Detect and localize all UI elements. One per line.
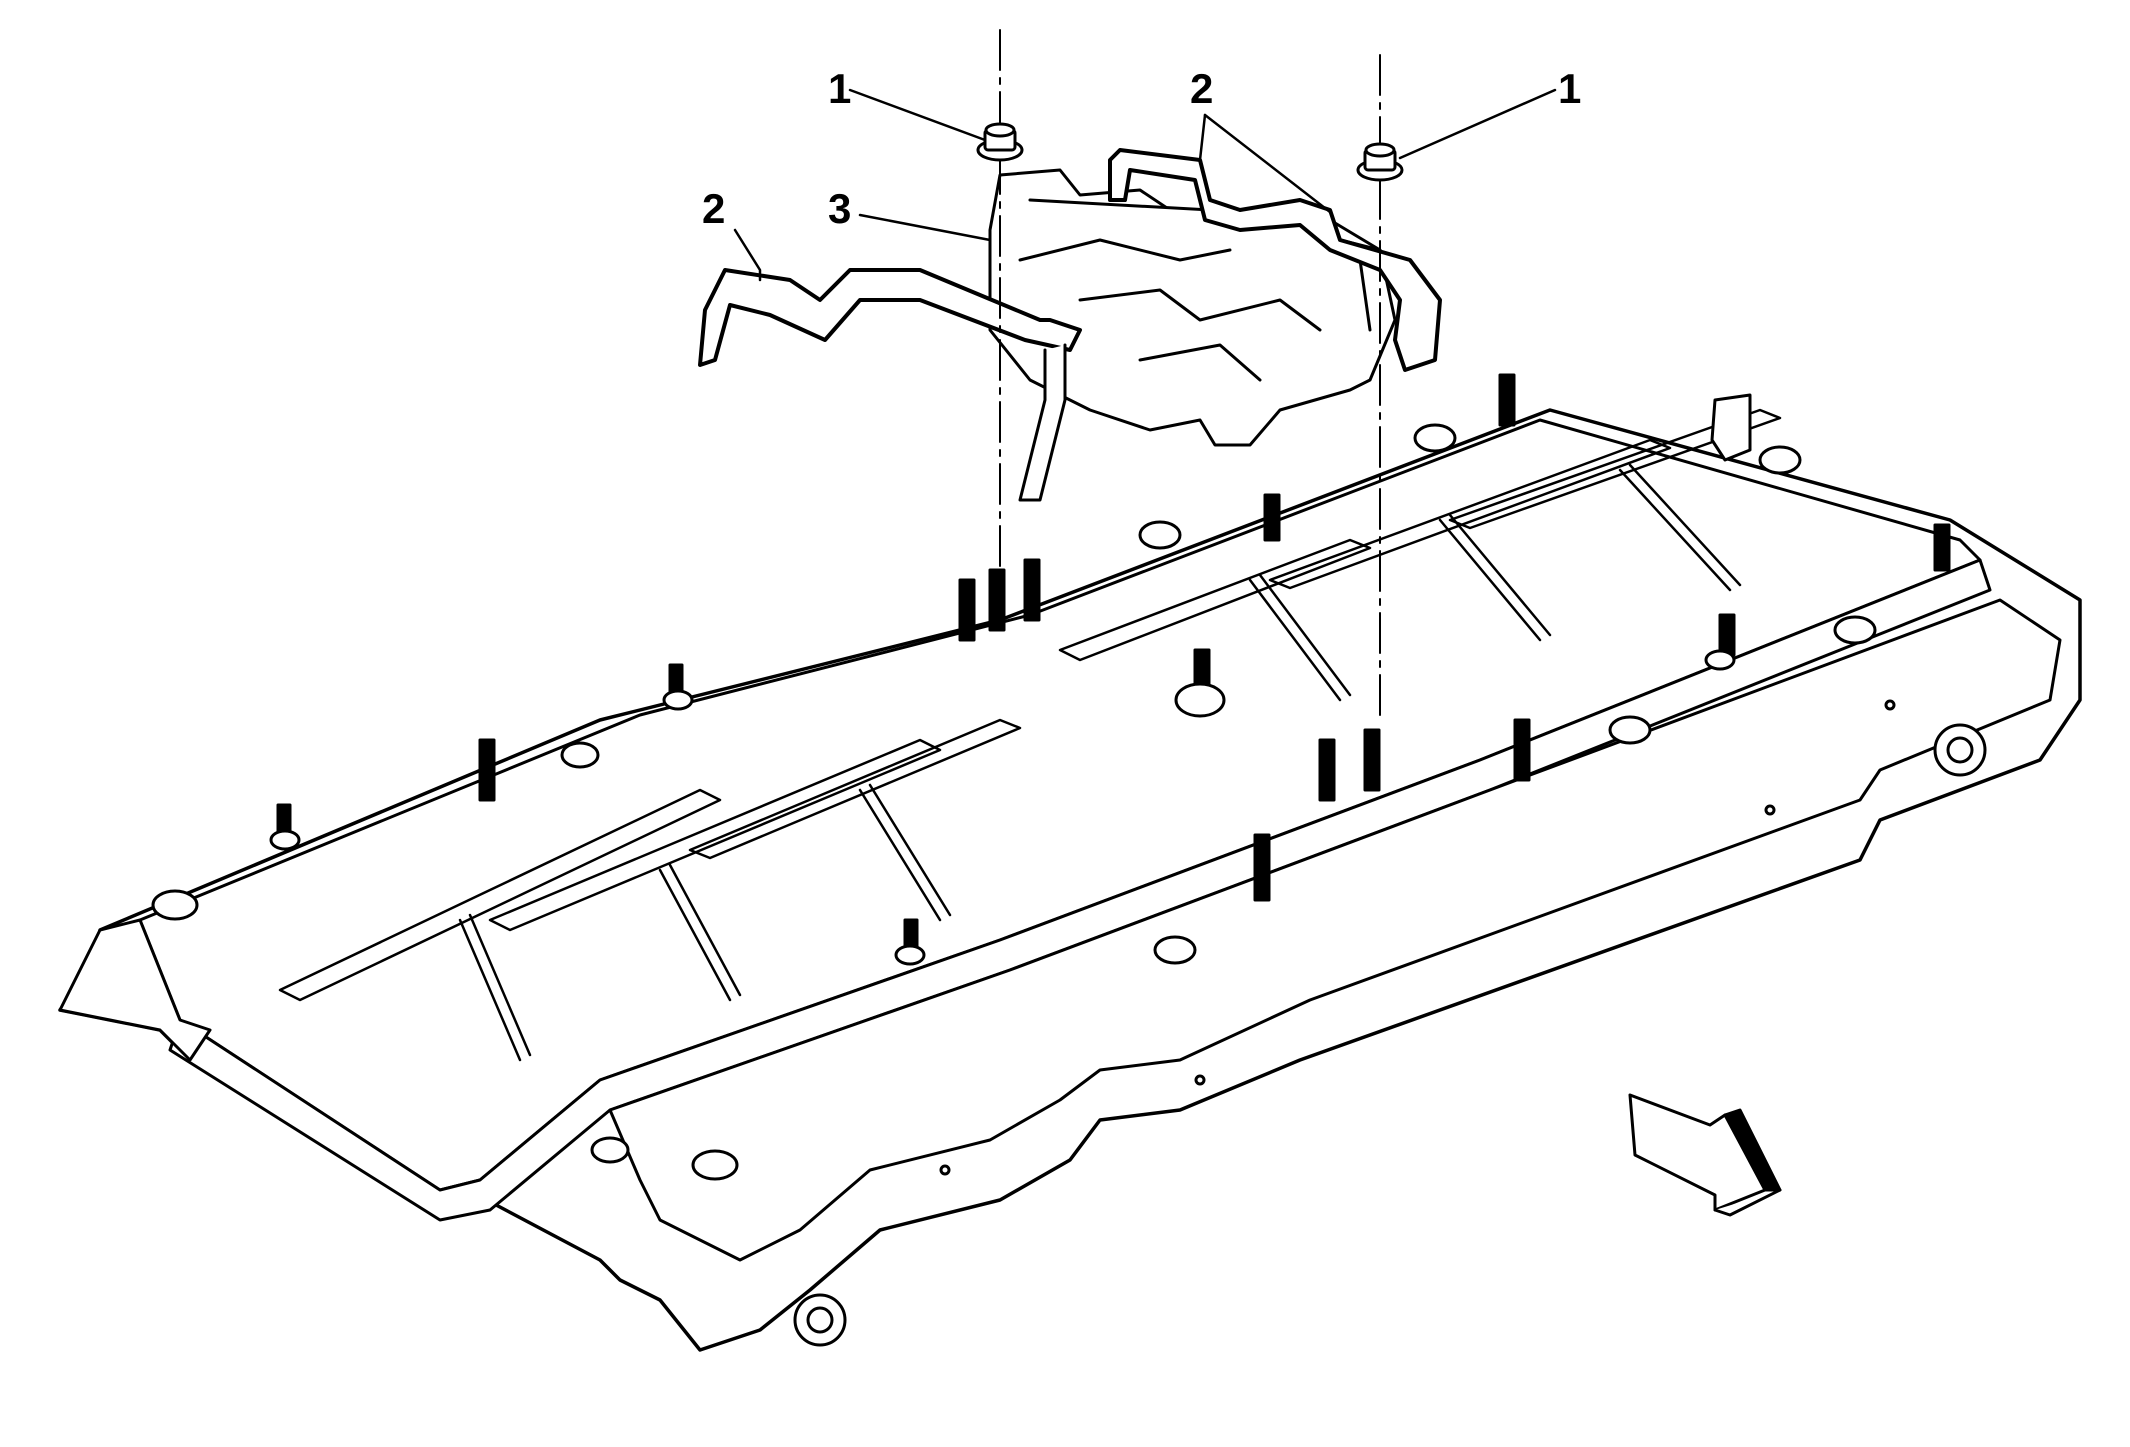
flange-nut-right — [1356, 142, 1404, 182]
flange-nut-left — [976, 122, 1024, 162]
floor-nuts — [151, 423, 1877, 1181]
callout-bracket-left: 2 — [702, 185, 726, 232]
control-module — [988, 168, 1397, 447]
callout-module: 3 — [828, 185, 852, 232]
front-direction-arrow — [1628, 1093, 1782, 1217]
floor-studs — [276, 373, 1951, 952]
callout-nut-left: 1 — [828, 65, 852, 112]
mounting-bracket-right — [1108, 148, 1442, 372]
callout-bracket-top: 2 — [1190, 65, 1214, 112]
callout-nut-right: 1 — [1558, 65, 1582, 112]
mounting-bracket-left — [698, 268, 1082, 502]
floor-pan — [58, 408, 2082, 1352]
leader-lines — [733, 88, 1557, 282]
rear-bracket — [1710, 393, 1752, 462]
